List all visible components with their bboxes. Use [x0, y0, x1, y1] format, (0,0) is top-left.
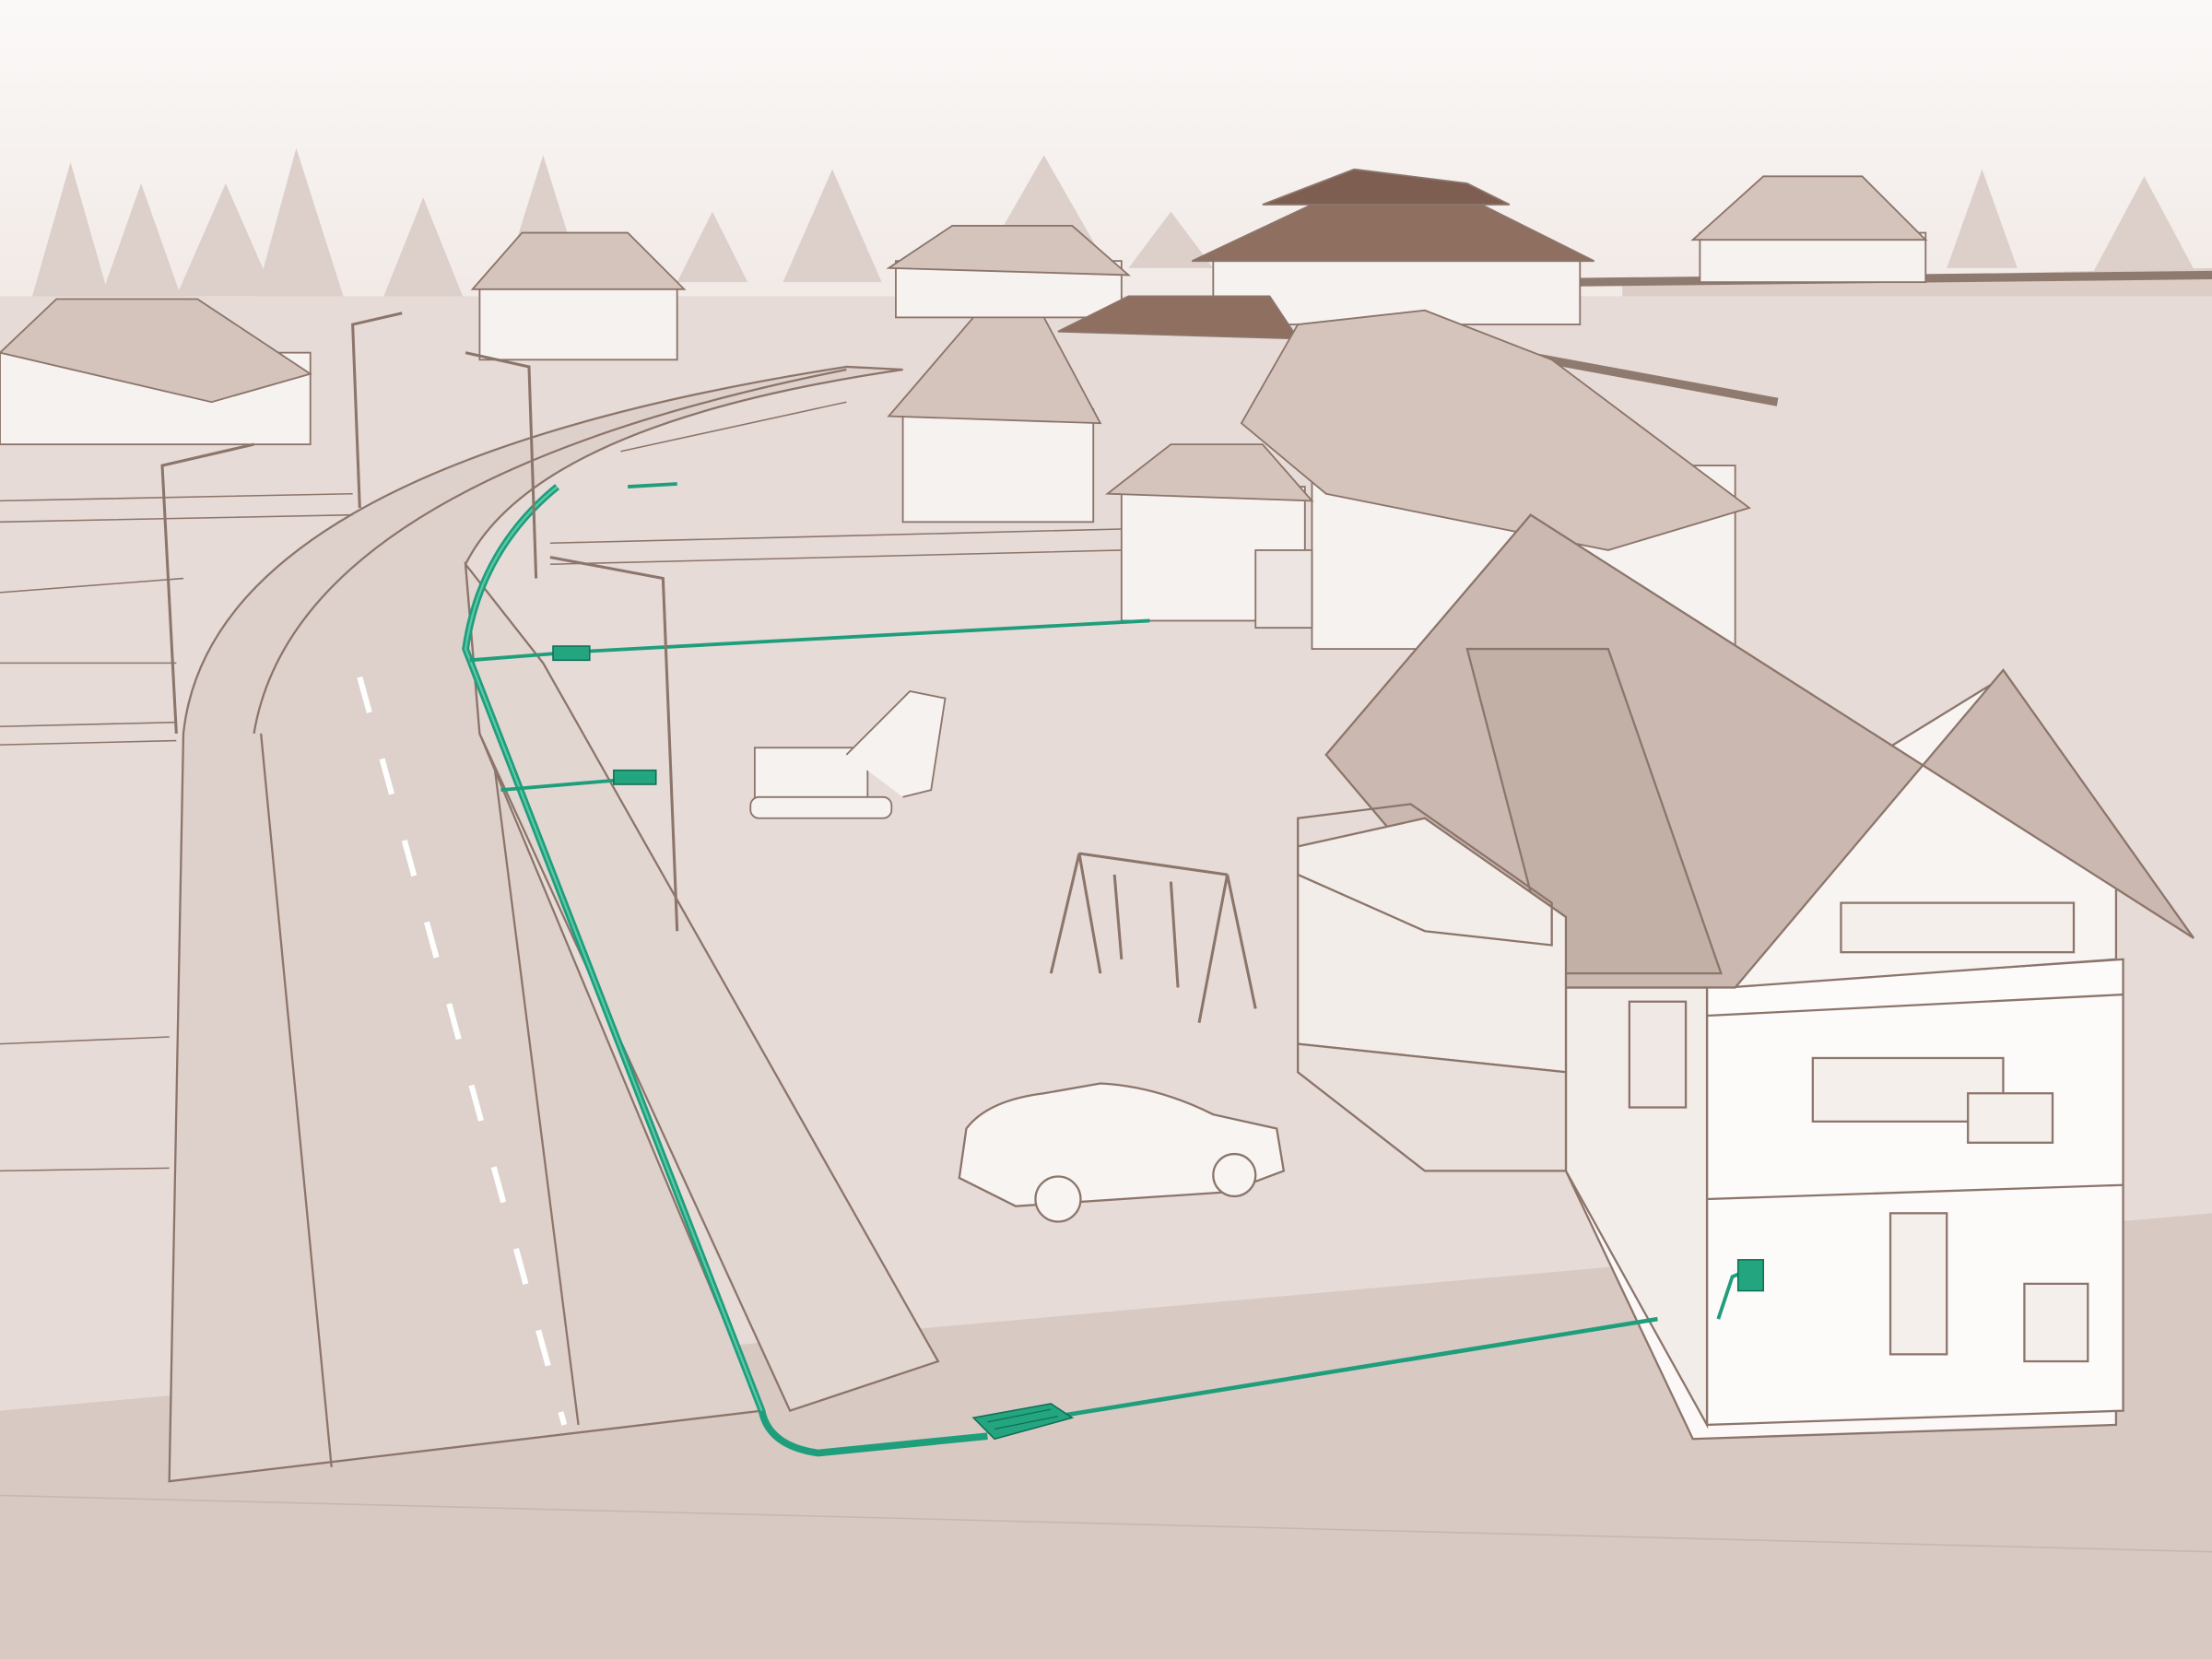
swing-set — [1049, 852, 1257, 1023]
parked-car — [958, 1082, 1286, 1223]
house-center — [886, 224, 1132, 319]
fiber-cabinet-icon — [971, 1403, 1075, 1441]
house-right — [1690, 175, 1928, 284]
tv — [1967, 1092, 2054, 1144]
door — [1888, 1212, 1948, 1356]
street-lights — [160, 312, 679, 932]
bed — [1840, 901, 2076, 954]
house-left — [0, 298, 312, 446]
window — [1628, 1000, 1688, 1109]
house-center-left — [470, 231, 687, 361]
house-mid — [887, 316, 1102, 524]
washing-machine — [2023, 1282, 2089, 1363]
junction-box-icon — [552, 645, 591, 662]
fiber-network — [462, 482, 1750, 1457]
junction-box-icon — [613, 769, 657, 785]
network-terminal-icon — [1736, 1259, 1765, 1292]
road — [0, 365, 940, 1483]
main-house-cutaway — [1297, 513, 2195, 1441]
house-brown-roof — [1057, 168, 1595, 340]
excavator — [749, 690, 947, 819]
